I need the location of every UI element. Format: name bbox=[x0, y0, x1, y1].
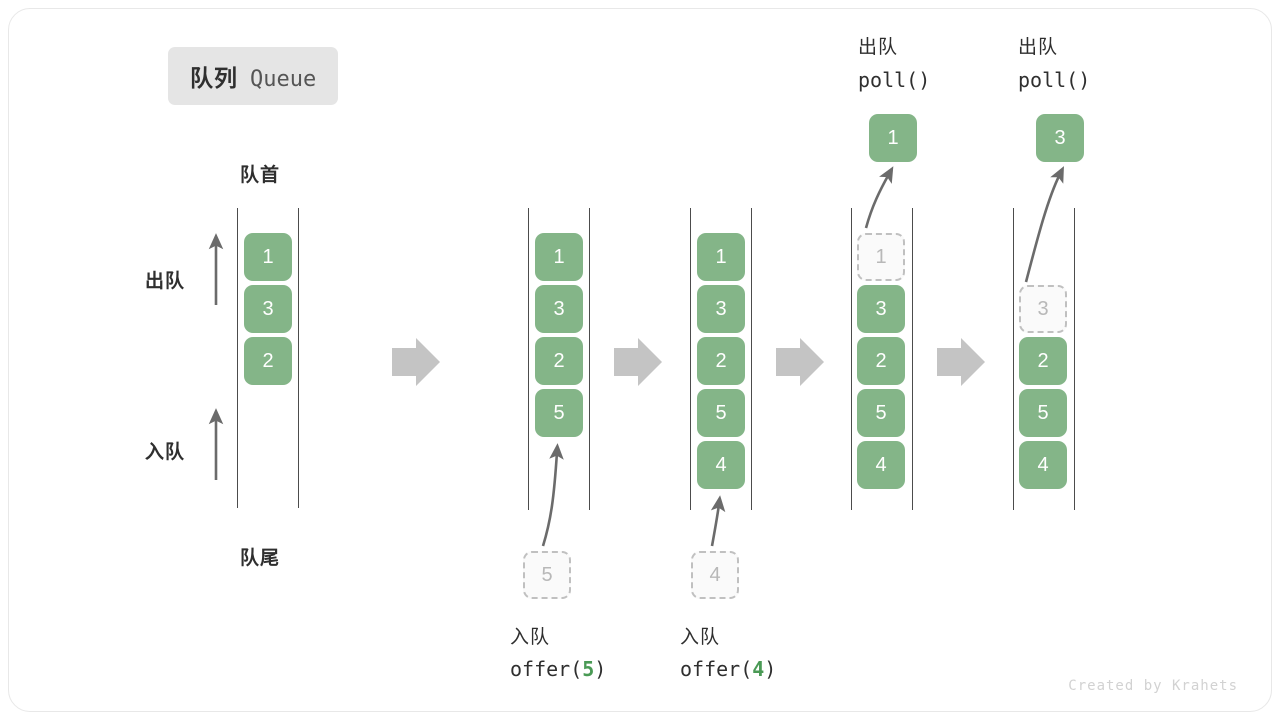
queue-cell: 5 bbox=[1019, 389, 1067, 437]
poll1-label-code: poll() bbox=[858, 68, 931, 92]
popped-cell-1: 1 bbox=[869, 114, 917, 162]
label-head: 队首 bbox=[240, 165, 281, 186]
queue-cell: 3 bbox=[244, 285, 292, 333]
queue-cell: 5 bbox=[697, 389, 745, 437]
queue-cell: 2 bbox=[244, 337, 292, 385]
queue-cell: 1 bbox=[244, 233, 292, 281]
offer4-label-cn: 入队 bbox=[680, 627, 721, 648]
title-cn: 队列 bbox=[190, 65, 238, 91]
queue-cell-ghost: 1 bbox=[857, 233, 905, 281]
queue-cell: 1 bbox=[697, 233, 745, 281]
queue-cell: 4 bbox=[857, 441, 905, 489]
title-badge: 队列 Queue bbox=[168, 47, 339, 105]
rail-right-col1 bbox=[298, 208, 299, 508]
queue-cell: 3 bbox=[697, 285, 745, 333]
watermark: Created by Krahets bbox=[1068, 678, 1238, 694]
queue-cell: 4 bbox=[697, 441, 745, 489]
offer4-code-num: 4 bbox=[752, 657, 765, 681]
offer4-label-code: offer(4) bbox=[680, 657, 776, 681]
queue-cell: 4 bbox=[1019, 441, 1067, 489]
offer5-label-code: offer(5) bbox=[510, 657, 606, 681]
queue-cell: 5 bbox=[535, 389, 583, 437]
title-en: Queue bbox=[250, 67, 317, 92]
queue-cell: 2 bbox=[857, 337, 905, 385]
incoming-cell-4: 4 bbox=[691, 551, 739, 599]
offer5-code-num: 5 bbox=[582, 657, 595, 681]
queue-cell: 3 bbox=[857, 285, 905, 333]
poll1-label-cn: 出队 bbox=[858, 37, 899, 58]
popped-cell-3: 3 bbox=[1036, 114, 1084, 162]
offer5-code-post: ) bbox=[594, 657, 607, 681]
queue-cell: 2 bbox=[697, 337, 745, 385]
poll2-label-code: poll() bbox=[1018, 68, 1091, 92]
rail-right-col5 bbox=[1074, 208, 1075, 510]
offer4-code-post: ) bbox=[764, 657, 777, 681]
queue-cell: 1 bbox=[535, 233, 583, 281]
label-dequeue-direction: 出队 bbox=[145, 271, 186, 292]
card-frame bbox=[8, 8, 1272, 712]
queue-cell: 3 bbox=[535, 285, 583, 333]
poll2-label-cn: 出队 bbox=[1018, 37, 1059, 58]
rail-left-col5 bbox=[1013, 208, 1014, 510]
rail-left-col1 bbox=[237, 208, 238, 508]
queue-cell-ghost: 3 bbox=[1019, 285, 1067, 333]
rail-left-col2 bbox=[528, 208, 529, 510]
queue-cell: 2 bbox=[1019, 337, 1067, 385]
incoming-cell-5: 5 bbox=[523, 551, 571, 599]
label-tail: 队尾 bbox=[240, 548, 281, 569]
queue-cell: 5 bbox=[857, 389, 905, 437]
rail-right-col2 bbox=[589, 208, 590, 510]
rail-left-col3 bbox=[690, 208, 691, 510]
rail-right-col4 bbox=[912, 208, 913, 510]
rail-left-col4 bbox=[851, 208, 852, 510]
rail-right-col3 bbox=[751, 208, 752, 510]
offer5-code-pre: offer( bbox=[510, 657, 583, 681]
queue-cell: 2 bbox=[535, 337, 583, 385]
label-enqueue-direction: 入队 bbox=[145, 442, 186, 463]
offer5-label-cn: 入队 bbox=[510, 627, 551, 648]
offer4-code-pre: offer( bbox=[680, 657, 753, 681]
